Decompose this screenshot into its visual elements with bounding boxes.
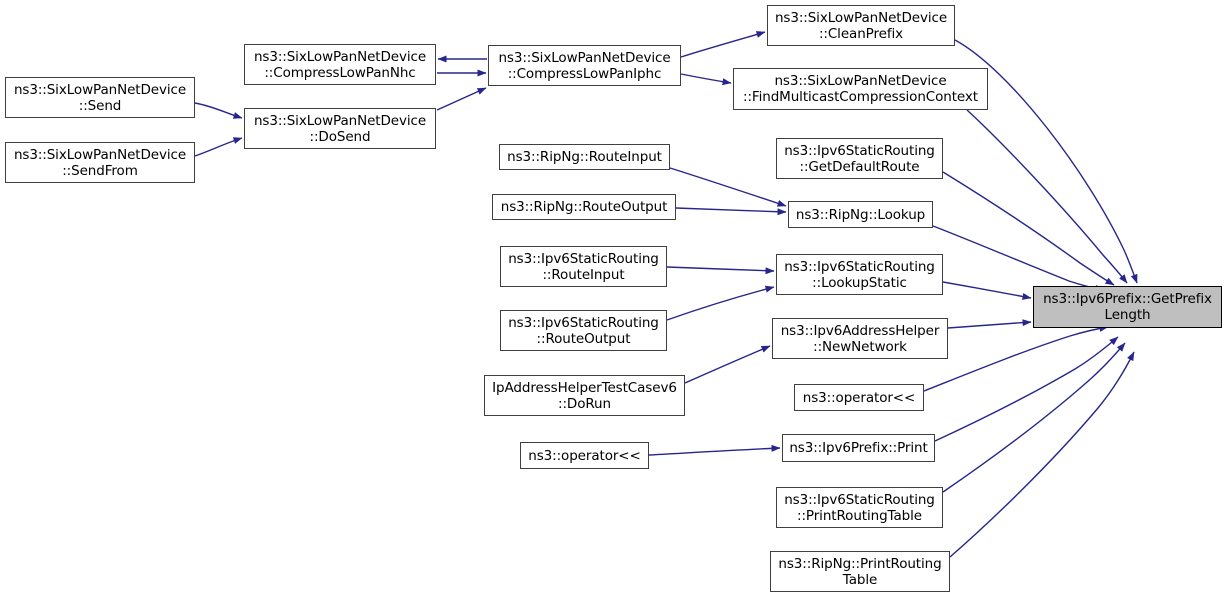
graph-edge: [669, 167, 787, 207]
graph-edge: [934, 336, 1119, 442]
graph-node-dorun[interactable]: IpAddressHelperTestCasev6 ::DoRun: [484, 375, 685, 416]
graph-node-ripngprt[interactable]: ns3::RipNg::PrintRouting Table: [770, 551, 950, 592]
graph-edge: [947, 319, 1032, 329]
graph-node-ripnglookup[interactable]: ns3::RipNg::Lookup: [788, 201, 933, 228]
graph-node-prefixprint[interactable]: ns3::Ipv6Prefix::Print: [782, 434, 935, 462]
graph-edge: [194, 137, 243, 157]
graph-node-label: ns3::Ipv6AddressHelper ::NewNetwork: [780, 322, 940, 355]
graph-node-opright[interactable]: ns3::operator<<: [794, 384, 924, 411]
graph-edge: [923, 324, 1109, 392]
graph-node-label: ns3::Ipv6StaticRouting ::PrintRoutingTab…: [784, 491, 935, 524]
graph-edge: [436, 87, 487, 111]
graph-edge: [666, 266, 775, 275]
graph-node-sendfrom[interactable]: ns3::SixLowPanNetDevice ::SendFrom: [5, 142, 195, 183]
graph-edge: [680, 31, 766, 58]
graph-node-staticout[interactable]: ns3::Ipv6StaticRouting ::RouteOutput: [500, 310, 667, 351]
graph-node-iphc[interactable]: ns3::SixLowPanNetDevice ::CompressLowPan…: [488, 45, 681, 86]
graph-edge: [932, 225, 1105, 292]
graph-edge: [666, 285, 775, 321]
graph-node-label: ns3::RipNg::RouteInput: [507, 149, 662, 165]
graph-node-target[interactable]: ns3::Ipv6Prefix::GetPrefix Length: [1033, 286, 1222, 328]
graph-edge: [966, 109, 1128, 284]
graph-node-lookupstatic[interactable]: ns3::Ipv6StaticRouting ::LookupStatic: [776, 254, 943, 295]
graph-node-label: ns3::SixLowPanNetDevice ::Send: [13, 81, 187, 114]
graph-node-send[interactable]: ns3::SixLowPanNetDevice ::Send: [5, 77, 195, 118]
graph-edge: [942, 342, 1126, 493]
graph-node-label: ns3::Ipv6StaticRouting ::GetDefaultRoute: [784, 142, 935, 175]
graph-node-label: IpAddressHelperTestCasev6 ::DoRun: [492, 379, 677, 412]
graph-node-label: ns3::SixLowPanNetDevice ::CleanPrefix: [774, 9, 948, 42]
graph-node-cleanprefix[interactable]: ns3::SixLowPanNetDevice ::CleanPrefix: [767, 5, 955, 46]
graph-node-label: ns3::RipNg::Lookup: [795, 206, 926, 223]
graph-edge: [949, 351, 1135, 558]
graph-node-label: ns3::operator<<: [802, 389, 916, 406]
graph-node-newnetwork[interactable]: ns3::Ipv6AddressHelper ::NewNetwork: [772, 318, 948, 359]
graph-node-label: ns3::SixLowPanNetDevice ::SendFrom: [13, 146, 187, 179]
graph-node-nhc[interactable]: ns3::SixLowPanNetDevice ::CompressLowPan…: [244, 44, 436, 85]
graph-node-label: ns3::SixLowPanNetDevice ::FindMulticastC…: [743, 73, 978, 105]
graph-node-label: ns3::Ipv6StaticRouting ::LookupStatic: [784, 258, 935, 291]
graph-node-ripngout[interactable]: ns3::RipNg::RouteOutput: [492, 194, 676, 220]
graph-edge: [942, 171, 1115, 286]
graph-edge: [675, 207, 787, 216]
graph-edge: [194, 102, 243, 119]
graph-edge: [648, 444, 781, 456]
graph-node-opleft[interactable]: ns3::operator<<: [520, 442, 649, 469]
graph-node-label: ns3::Ipv6StaticRouting ::RouteInput: [508, 250, 659, 283]
graph-node-defroute[interactable]: ns3::Ipv6StaticRouting ::GetDefaultRoute: [776, 138, 943, 179]
graph-node-dosend[interactable]: ns3::SixLowPanNetDevice ::DoSend: [244, 108, 436, 149]
graph-node-label: ns3::operator<<: [528, 447, 641, 464]
graph-node-label: ns3::Ipv6Prefix::Print: [789, 440, 928, 456]
graph-node-label: ns3::SixLowPanNetDevice ::DoSend: [253, 112, 427, 145]
graph-node-label: ns3::RipNg::PrintRouting Table: [778, 555, 942, 588]
graph-node-findmcast[interactable]: ns3::SixLowPanNetDevice ::FindMulticastC…: [733, 68, 988, 110]
graph-node-label: ns3::SixLowPanNetDevice ::CompressLowPan…: [253, 48, 427, 81]
graph-node-staticprt[interactable]: ns3::Ipv6StaticRouting ::PrintRoutingTab…: [776, 487, 943, 528]
graph-node-label: ns3::RipNg::RouteOutput: [500, 199, 668, 215]
graph-node-staticin[interactable]: ns3::Ipv6StaticRouting ::RouteInput: [500, 246, 667, 287]
graph-edge: [684, 345, 771, 384]
graph-edge: [680, 73, 732, 86]
graph-node-ripngin[interactable]: ns3::RipNg::RouteInput: [499, 144, 670, 170]
graph-node-label: ns3::SixLowPanNetDevice ::CompressLowPan…: [498, 49, 671, 82]
graph-node-label: ns3::Ipv6Prefix::GetPrefix Length: [1043, 291, 1212, 323]
graph-edge: [942, 281, 1032, 300]
graph-node-label: ns3::Ipv6StaticRouting ::RouteOutput: [508, 314, 659, 347]
